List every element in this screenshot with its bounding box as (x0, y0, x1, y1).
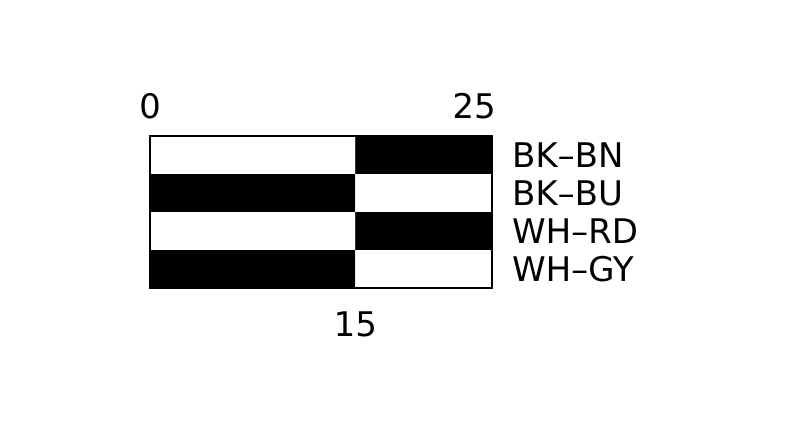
stripe-right-segment (355, 136, 492, 174)
wire-pair-label: WH–RD (512, 212, 638, 252)
stripe-left-segment (150, 136, 356, 174)
stripe-left-segment (150, 250, 356, 288)
stripe-right-segment (355, 174, 492, 212)
stripe-bars (150, 136, 492, 288)
stripe-left-segment (150, 174, 356, 212)
stripe-left-segment (150, 212, 356, 250)
scale-end-label: 25 (452, 87, 495, 127)
diagram-outline (149, 135, 493, 289)
scale-start-label: 0 (139, 87, 161, 127)
stripe-right-segment (355, 212, 492, 250)
wire-pair-label: WH–GY (512, 250, 634, 290)
scale-split-label: 15 (334, 305, 377, 345)
wire-pair-label: BK–BN (512, 136, 623, 176)
wire-pair-label: BK–BU (512, 174, 623, 214)
stripe-right-segment (355, 250, 492, 288)
